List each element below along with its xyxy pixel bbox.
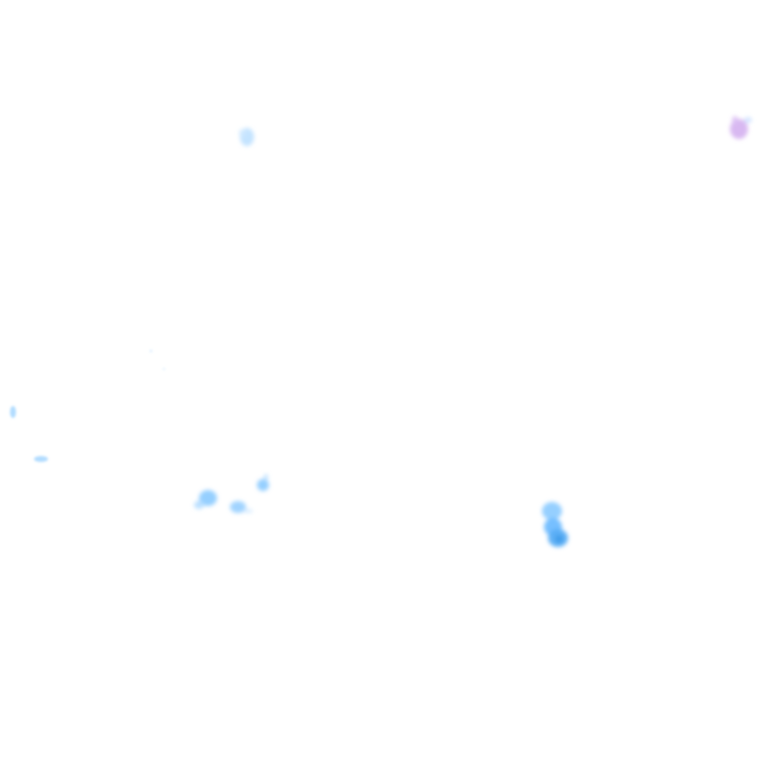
radar-echo-strong — [542, 502, 568, 547]
radar-echo-mixed — [730, 116, 752, 139]
radar-echo — [257, 474, 269, 491]
radar-echo — [10, 406, 16, 418]
radar-echo — [230, 501, 253, 513]
radar-echo — [194, 490, 217, 509]
radar-echo — [239, 128, 254, 146]
radar-echo — [34, 456, 48, 462]
radar-echo-speck — [149, 349, 166, 371]
